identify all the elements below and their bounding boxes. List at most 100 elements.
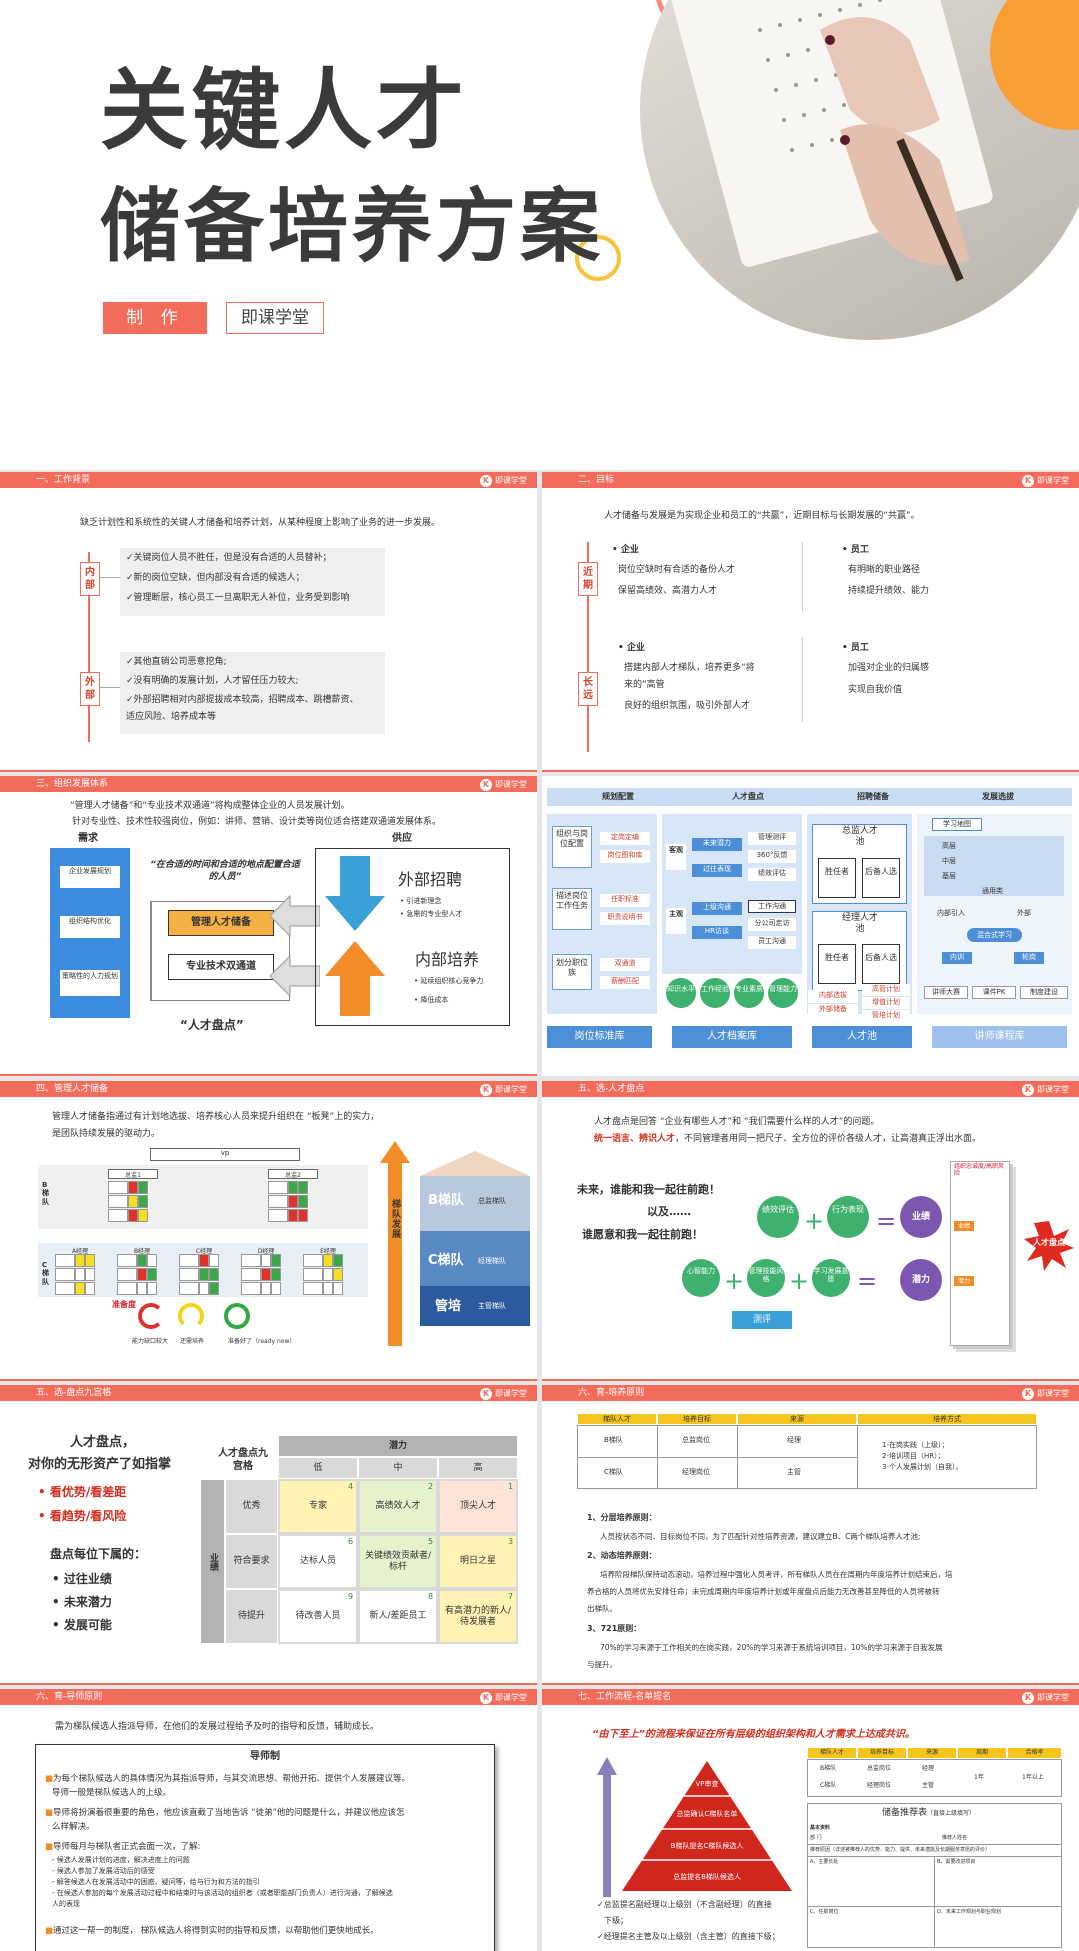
principle-text: 与提升。 (587, 1660, 617, 1669)
readiness-cell (298, 1209, 308, 1222)
cover-title-line1: 关键人才 (100, 59, 469, 162)
mid-item: 管理测评 (748, 832, 796, 845)
table-cell: 经理岗位 (682, 1468, 710, 1476)
form-title: 储备推荐表 (882, 1808, 928, 1818)
principle-title: 3、721原则： (587, 1624, 642, 1633)
slide-footer (542, 1683, 1079, 1685)
form-row: 推荐人姓名 (942, 1835, 968, 1841)
table-cell: 经理 (922, 1765, 935, 1772)
competency-circle: 专业素质 (734, 978, 764, 1008)
readiness-cell (55, 1254, 75, 1267)
potential-level: 高 (438, 1457, 518, 1479)
method-item: 1-在岗实践（上级）； (882, 1441, 949, 1449)
mentor-sub: - 候选人参加了发展活动后的感受 (52, 1867, 155, 1875)
point-item: 过往业绩 (63, 1572, 112, 1586)
readiness-cell (179, 1254, 199, 1267)
readiness-cell (209, 1282, 219, 1295)
left-item: 划分职位族 (552, 954, 592, 990)
mid-item: 过往表现 (692, 864, 742, 877)
nine-box-cell: 高绩效人才 (358, 1479, 438, 1534)
readiness-cell (108, 1209, 128, 1222)
growth-arrow-icon (380, 1141, 410, 1346)
recruit-item: 内部选拔 (808, 990, 858, 1003)
supply-box (315, 848, 510, 1026)
recruit-item: 高管计划 (862, 984, 910, 996)
slide-footer (0, 1074, 537, 1076)
column-title: 招聘储备 (857, 792, 889, 801)
mid-item: 绩效评估 (748, 868, 796, 881)
nine-box-number: 3 (508, 1537, 514, 1546)
dev-item: 课件PK (972, 986, 1016, 999)
slide-footer (0, 1683, 537, 1685)
int-point: 延续组织核心竞争力 (420, 977, 484, 985)
mentor-point: 通过这一帮一的制度， 梯队候选人将得到实时的指导和反馈，以帮助他们更快地成长。 (53, 1926, 379, 1936)
ext-point: 引进新理念 (406, 897, 442, 905)
principle-title: 1、分层培养原则： (587, 1513, 657, 1522)
pool-box: 胜任者 (818, 944, 856, 984)
connector-internal (100, 577, 120, 578)
supply-label: 供应 (392, 833, 412, 844)
highlight-bullet: 看优势/看差距 (49, 1485, 127, 1499)
b-readiness-grid (268, 1181, 318, 1225)
pool-box: 后备人选 (862, 858, 900, 898)
table-cell: 总监岗位 (682, 1436, 710, 1444)
ready-gap-icon (138, 1303, 164, 1329)
dev-item: 讲师大赛 (924, 986, 968, 999)
demand-box: 企业发展规划 组织结构优化 策略性的人力规划 (50, 848, 130, 1018)
nine-box-cell: 专家 (278, 1479, 358, 1534)
readiness-cell (75, 1282, 85, 1295)
eq-circle: 行为表现 (827, 1196, 869, 1238)
b-team-label: B梯队 (42, 1181, 49, 1206)
cover-title-line2: 储备培养方案 (100, 180, 604, 273)
dev-level: 基层 (942, 872, 956, 880)
readiness-cell (323, 1282, 333, 1295)
readiness-cell (75, 1254, 85, 1267)
dev-level: 高层 (942, 842, 956, 850)
table-cell: C梯队 (604, 1468, 623, 1476)
c-readiness-grid (117, 1254, 167, 1298)
center-bracket (150, 901, 290, 1001)
readiness-cell (108, 1195, 128, 1208)
form-row: D、未来工作规划与职业规划 (937, 1909, 1001, 1915)
dev-item: 制度建设 (1020, 986, 1068, 999)
readiness-cell (85, 1282, 95, 1295)
dev-center: 混合式学习 (967, 928, 1022, 942)
note-text: 下级； (604, 1916, 628, 1925)
readiness-cell (147, 1268, 157, 1281)
bottom-label: 岗位标准库 (547, 1026, 652, 1048)
manager-label: E经理 (320, 1248, 336, 1255)
table-cell: B梯队 (820, 1765, 837, 1772)
org-director: 总监1 (108, 1169, 158, 1179)
doc-label: 组织忠诚度/高职风险 (954, 1163, 1005, 1178)
point-item: 未来潜力 (63, 1595, 112, 1609)
table-cell: 主管 (787, 1468, 801, 1476)
external-box: ✓其他直销公司恶意挖角; ✓没有明确的发展计划，人才留任压力较大; ✓外部招聘相… (120, 652, 385, 734)
body-text: 是团队持续发展的驱动力。 (52, 1129, 161, 1139)
stair-label: C梯队 (428, 1253, 464, 1268)
nine-box-cell: 达标人员 (278, 1534, 358, 1589)
mid-item: HR访谈 (692, 926, 742, 939)
internal-box: ✓关键岗位人员不胜任，但是没有合适的人员替补； ✓新的岗位空缺，但内部没有合适的… (120, 548, 385, 616)
performance-level: 优秀 (225, 1479, 278, 1534)
demand-item: 策略性的人力规划 (60, 970, 120, 996)
c-team-label: C梯队 (42, 1261, 49, 1286)
b-readiness-grid (108, 1181, 158, 1225)
readiness-cell (303, 1268, 323, 1281)
readiness-cell (241, 1254, 261, 1267)
nine-box-cell: 顶尖人才 (438, 1479, 518, 1534)
demand-item: 企业发展规划 (60, 866, 120, 888)
readiness-cell (261, 1254, 271, 1267)
question-text: 人才盘点， (70, 1435, 136, 1450)
plus-icon: + (804, 1207, 825, 1235)
pool-box: 胜任者 (818, 858, 856, 898)
table-header: 培养方式 (857, 1413, 1037, 1425)
demand-item: 组织结构优化 (60, 916, 120, 938)
result-label: 人才盘点 (1033, 1237, 1065, 1247)
long-company-title: 企业 (626, 643, 645, 653)
